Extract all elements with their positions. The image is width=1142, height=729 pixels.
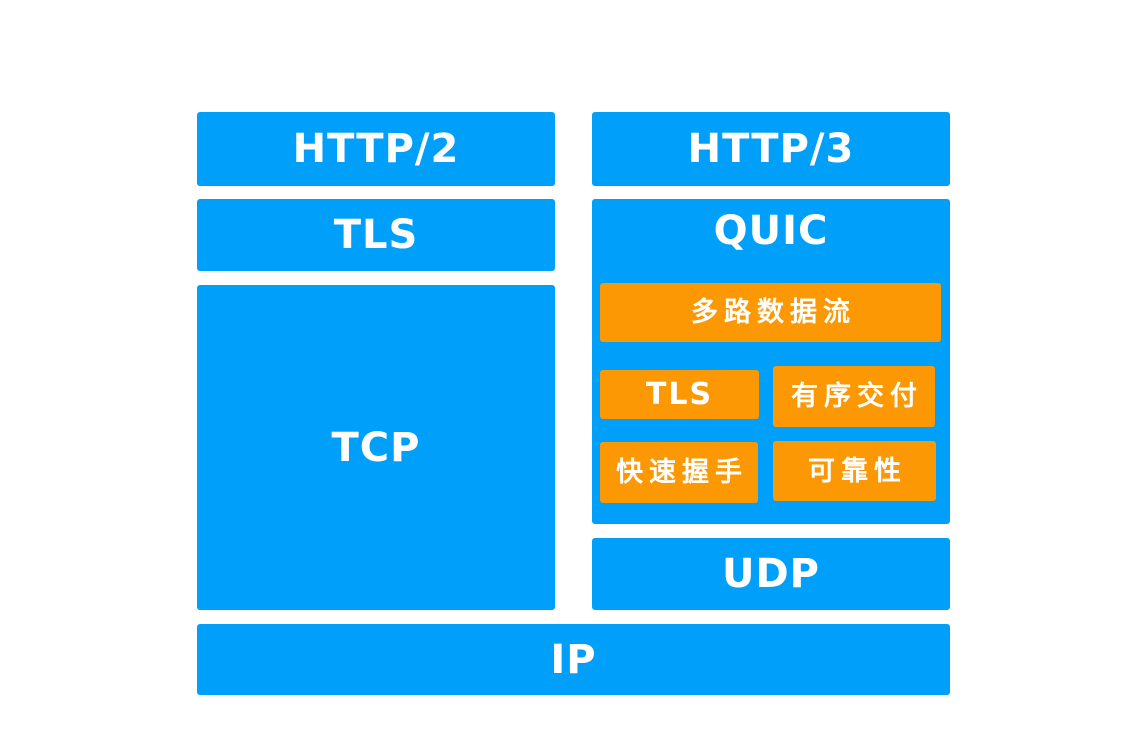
multiplexed-streams-label: 多路数据流	[691, 297, 856, 328]
quic-feature-multiplexed-streams-box: 多路数据流	[600, 283, 941, 342]
quic-feature-fast-handshake-box: 快速握手	[600, 442, 758, 503]
ip-box: IP	[197, 624, 950, 695]
ordered-delivery-label: 有序交付	[791, 381, 923, 412]
reliability-label: 可靠性	[808, 455, 907, 487]
quic-label: QUIC	[713, 208, 829, 254]
quic-feature-ordered-delivery-box: 有序交付	[773, 366, 935, 427]
tcp-box: TCP	[197, 285, 555, 610]
udp-label: UDP	[722, 551, 820, 597]
quic-box: QUIC 多路数据流 TLS 有序交付 快速握手 可靠性	[592, 199, 950, 524]
quic-feature-tls-box: TLS	[600, 370, 759, 419]
http3-box: HTTP/3	[592, 112, 950, 186]
udp-box: UDP	[592, 538, 950, 610]
ip-label: IP	[550, 636, 597, 683]
quic-feature-reliability-box: 可靠性	[773, 441, 936, 501]
tls-label: TLS	[333, 212, 419, 258]
tcp-label: TCP	[331, 424, 421, 471]
http3-label: HTTP/3	[687, 126, 855, 172]
quic-tls-label: TLS	[645, 376, 714, 412]
http2-box: HTTP/2	[197, 112, 555, 186]
http2-label: HTTP/2	[292, 126, 460, 172]
fast-handshake-label: 快速握手	[616, 457, 748, 488]
tls-box: TLS	[197, 199, 555, 271]
